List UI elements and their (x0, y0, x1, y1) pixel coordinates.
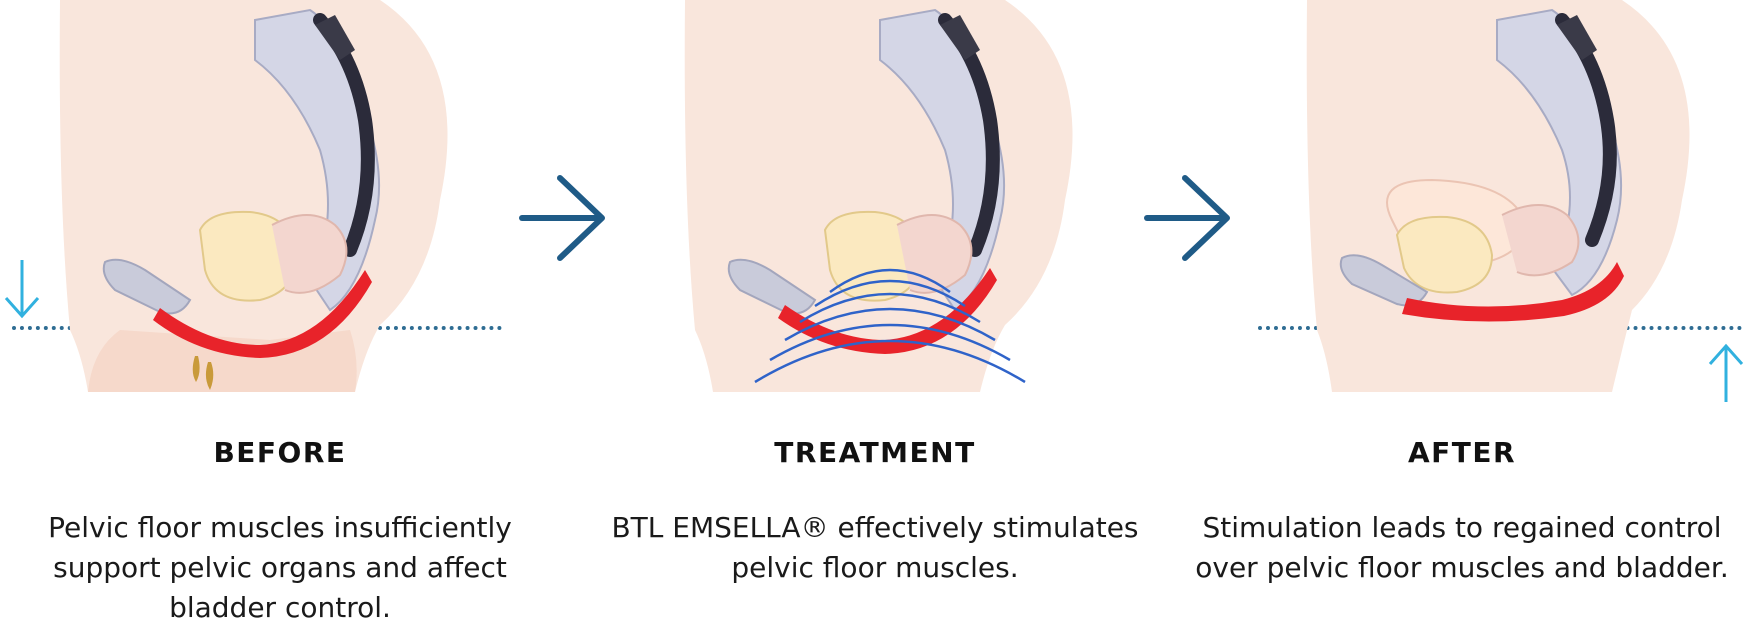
stimulation-waves-icon (754, 268, 1026, 384)
illustration-before (59, 0, 448, 392)
panel-after: AFTER Stimulation leads to regained cont… (1192, 0, 1732, 640)
panel-before: BEFORE Pelvic floor muscles insufficient… (10, 0, 550, 640)
panel-treatment: TREATMENT BTL EMSELLA® effectively stimu… (605, 0, 1145, 640)
panel-description: Pelvic floor muscles insufficiently supp… (48, 511, 512, 624)
arrow-down-icon (4, 260, 40, 319)
arrow-right-icon (1144, 175, 1230, 261)
illustration-treatment (684, 0, 1073, 392)
panel-title: TREATMENT (774, 436, 976, 469)
panel-title: AFTER (1407, 436, 1517, 469)
panel-title: BEFORE (213, 436, 347, 469)
arrow-right-icon (519, 175, 605, 261)
panel-description: Stimulation leads to regained control ov… (1195, 511, 1729, 584)
panel-description: BTL EMSELLA® effectively stimulates pelv… (611, 511, 1139, 584)
arrow-up-icon (1708, 343, 1744, 402)
illustration-after (1306, 0, 1690, 392)
